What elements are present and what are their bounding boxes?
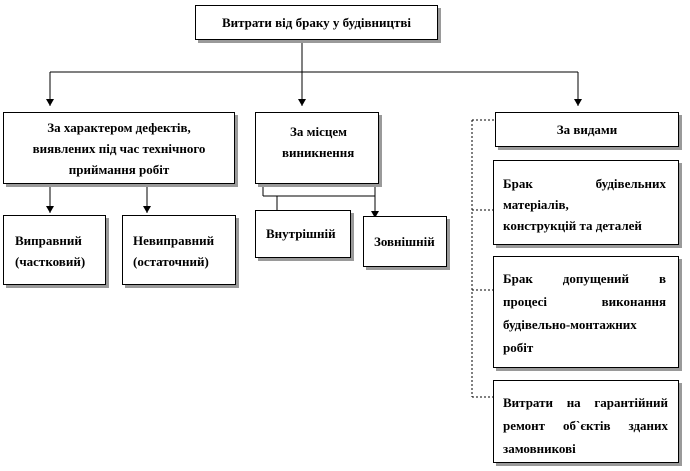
- by-type-label: За видами: [556, 122, 618, 137]
- materials-line-1: Брак будівельних: [503, 176, 666, 191]
- origin-place-line-2: виникнення: [282, 145, 355, 160]
- leaf-correctable: Виправний (частковий): [3, 215, 106, 285]
- uncorrectable-line-2: (остаточний): [133, 254, 209, 269]
- defect-nature-line-2: виявлених під час технічного: [32, 140, 206, 156]
- uncorrectable-line-1: Невиправний: [133, 233, 215, 248]
- materials-line-2: матеріалів,: [503, 197, 569, 212]
- root-label: Витрати від браку у будівництві: [221, 15, 412, 30]
- leaf-warranty: Витрати на гарантійний ремонт об`єктів з…: [493, 380, 679, 463]
- materials-line-3: конструкцій та деталей: [503, 218, 642, 233]
- leaf-uncorrectable: Невиправний (остаточний): [122, 215, 236, 285]
- root-node: Витрати від браку у будівництві: [195, 5, 438, 40]
- origin-place-line-1: За місцем: [290, 124, 347, 139]
- works-line-1: Брак допущений в: [503, 271, 666, 286]
- warranty-line-3: замовникові: [503, 441, 576, 456]
- category-by-type: За видами: [495, 112, 679, 147]
- leaf-internal: Внутрішній: [255, 210, 351, 258]
- internal-label: Внутрішній: [266, 226, 336, 241]
- defect-nature-line-1: За характером дефектів,: [47, 119, 191, 135]
- works-line-2: процесі виконання: [503, 294, 666, 309]
- defect-nature-line-3: приймання робіт: [68, 161, 170, 177]
- category-defect-nature: За характером дефектів, виявлених під ча…: [3, 112, 235, 184]
- correctable-line-2: (частковий): [15, 254, 86, 269]
- category-origin-place: За місцем виникнення: [255, 112, 379, 184]
- correctable-line-1: Виправний: [15, 233, 82, 248]
- leaf-external: Зовнішній: [363, 216, 447, 267]
- external-label: Зовнішній: [374, 234, 435, 249]
- works-line-4: робіт: [503, 340, 534, 355]
- warranty-line-2: ремонт об`єктів зданих: [503, 418, 668, 433]
- works-line-3: будівельно-монтажних: [503, 317, 637, 332]
- warranty-line-1: Витрати на гарантійний: [503, 395, 668, 410]
- leaf-works: Брак допущений в процесі виконання будів…: [493, 256, 679, 368]
- leaf-materials: Брак будівельних матеріалів, конструкцій…: [493, 160, 679, 245]
